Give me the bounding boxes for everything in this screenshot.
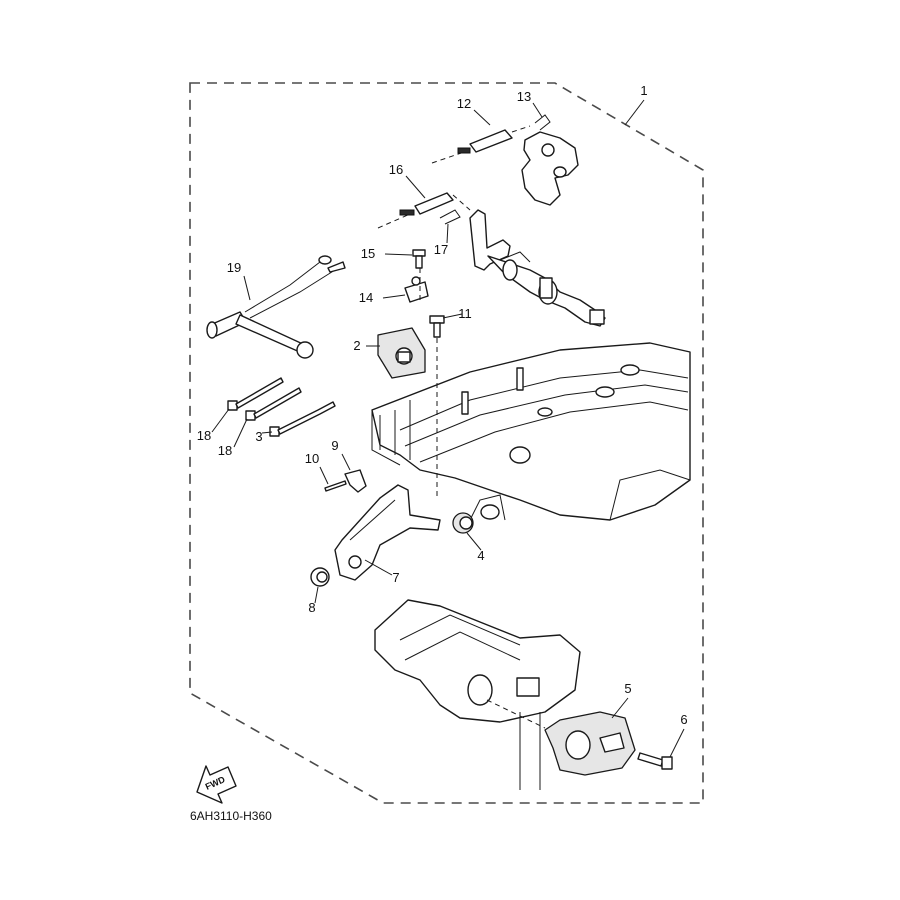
callout-leader-19 [243,275,251,301]
callout-13: 13 [517,89,531,104]
callout-7: 7 [392,570,399,585]
callout-leader-5 [611,697,629,719]
cable-tie-18a [227,377,284,411]
callout-3: 3 [255,429,262,444]
holder-2 [377,327,426,379]
neutral-switch-harness [206,255,346,359]
callout-leader-17 [446,223,449,244]
callout-leader-18 [233,418,248,448]
callout-5: 5 [624,681,631,696]
callout-17: 17 [434,242,448,257]
shift-cable [377,192,471,229]
callout-15: 15 [361,246,375,261]
bolt-6 [637,752,673,770]
callout-18: 18 [197,428,211,443]
callout-leader-11 [442,313,463,319]
callout-12: 12 [457,96,471,111]
callout-leader-3 [261,431,273,434]
swivel-bracket [374,599,581,790]
callout-leader-10 [319,466,329,485]
callout-leader-14 [382,294,406,299]
assembly-boundary [189,82,704,804]
callout-11: 11 [458,306,472,321]
callout-4: 4 [477,548,484,563]
forward-direction-arrow: FWD [196,765,237,804]
callout-10: 10 [305,451,319,466]
grommet-4 [452,512,474,534]
bracket-7 [334,484,441,581]
callout-leader-18 [211,408,230,433]
callout-8: 8 [308,600,315,615]
callout-leader-9 [341,453,351,471]
bolt-11 [429,315,445,338]
callout-2: 2 [353,338,360,353]
grommet-8 [310,567,330,587]
callout-leader-6 [669,728,685,758]
bolt-15 [412,249,426,269]
callout-leader-12 [473,109,491,126]
cable-tie-18b [245,387,302,421]
callout-leader-16 [405,175,426,199]
callout-14: 14 [359,290,373,305]
shift-lever-assembly [469,209,606,327]
callout-9: 9 [331,438,338,453]
callout-leader-4 [466,532,482,551]
callout-6: 6 [680,712,687,727]
throttle-cam [521,131,579,206]
callout-leader-1 [624,99,645,126]
bottom-cowling [371,342,691,521]
callout-leader-7 [364,559,393,576]
clamp-14 [404,276,429,303]
cable-clip-13 [534,114,551,131]
callout-1: 1 [640,83,647,98]
callout-leader-13 [532,102,543,118]
callout-19: 19 [227,260,241,275]
cable-tie-3 [269,401,336,437]
bracket-5 [544,711,636,776]
callout-leader-15 [384,253,413,256]
callout-leader-8 [314,586,319,604]
callout-16: 16 [389,162,403,177]
throttle-cable [431,125,531,164]
clip-9 [344,469,367,493]
callout-18: 18 [218,443,232,458]
diagram-code: 6AH3110-H360 [190,809,272,823]
pin-10 [324,480,347,492]
cable-clip-17 [439,209,461,225]
